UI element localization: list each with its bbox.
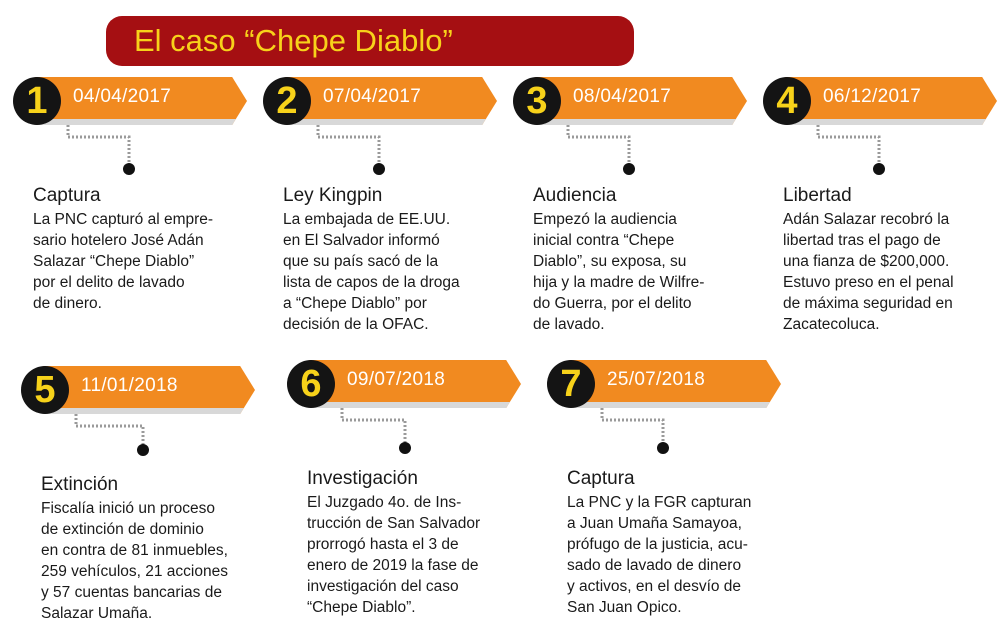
event-description: La PNC y la FGR capturan a Juan Umaña Sa… <box>567 494 752 616</box>
event-number-badge: 4 <box>763 77 811 125</box>
connector-line <box>816 125 885 175</box>
event-date: 06/12/2017 <box>823 86 922 107</box>
event-heading: Captura <box>33 185 101 206</box>
event-description: Adán Salazar recobró la libertad tras el… <box>783 211 954 333</box>
event-date: 11/01/2018 <box>81 375 178 396</box>
connector-line <box>66 125 135 175</box>
event-description: Fiscalía inició un proceso de extinción … <box>41 500 228 622</box>
connector-line <box>566 125 635 175</box>
date-arrow <box>35 77 247 125</box>
date-arrow <box>285 77 497 125</box>
page-title: El caso “Chepe Diablo” <box>106 16 634 66</box>
event-number-badge: 5 <box>21 366 69 414</box>
event-description: El Juzgado 4o. de Ins- trucción de San S… <box>307 494 481 616</box>
event-number-badge: 3 <box>513 77 561 125</box>
event-number-badge: 2 <box>263 77 311 125</box>
event-description: La PNC capturó al empre- sario hotelero … <box>33 211 214 312</box>
connector-line <box>316 125 385 175</box>
event-heading: Libertad <box>783 185 852 206</box>
date-arrow <box>785 77 997 125</box>
event-date: 07/04/2017 <box>323 86 422 107</box>
event-number-badge: 6 <box>287 360 335 408</box>
event-number-badge: 7 <box>547 360 595 408</box>
event-description: Empezó la audiencia inicial contra “Chep… <box>533 211 705 333</box>
event-date: 25/07/2018 <box>607 369 706 390</box>
date-arrow <box>535 77 747 125</box>
connector-line <box>340 408 411 454</box>
event-heading: Ley Kingpin <box>283 185 383 206</box>
connector-line <box>74 414 149 456</box>
event-heading: Investigación <box>307 468 418 489</box>
event-date: 09/07/2018 <box>347 369 446 390</box>
event-date: 04/04/2017 <box>73 86 172 107</box>
connector-line <box>600 408 669 454</box>
event-heading: Captura <box>567 468 635 489</box>
event-heading: Audiencia <box>533 185 617 206</box>
date-arrow <box>569 360 781 408</box>
event-date: 08/04/2017 <box>573 86 672 107</box>
event-number-badge: 1 <box>13 77 61 125</box>
date-arrow <box>43 366 255 414</box>
date-arrow <box>309 360 521 408</box>
event-heading: Extinción <box>41 474 119 495</box>
event-description: La embajada de EE.UU. en El Salvador inf… <box>283 211 460 333</box>
